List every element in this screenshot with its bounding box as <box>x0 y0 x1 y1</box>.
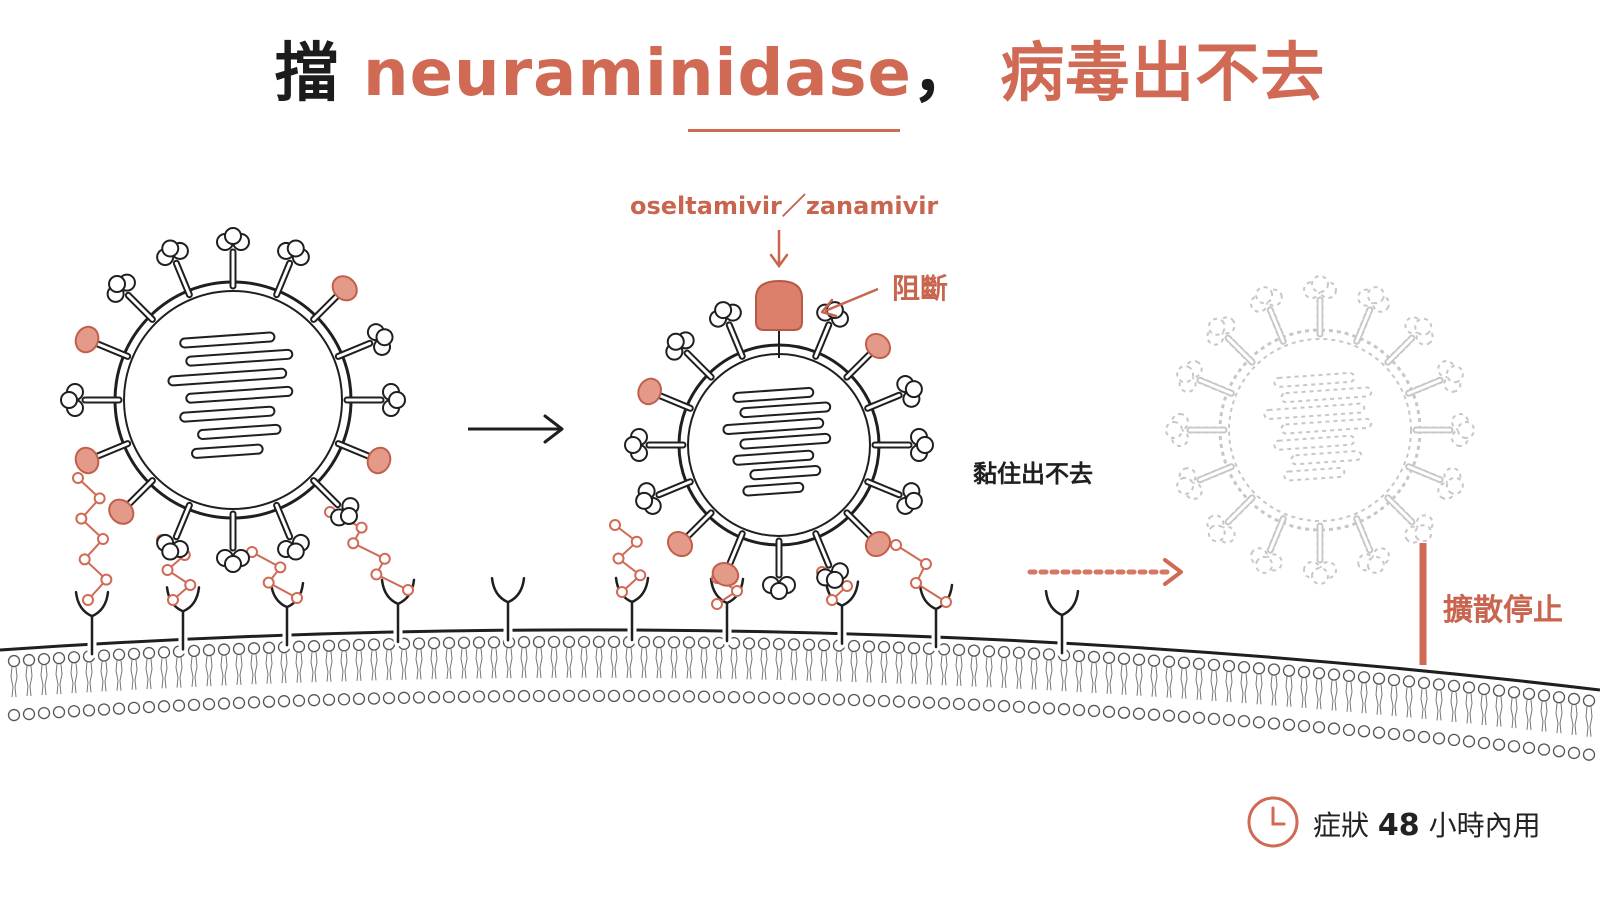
sialic-chain <box>72 472 113 606</box>
virus-faded <box>1165 275 1475 585</box>
hemagglutinin-spike <box>1384 316 1434 366</box>
neuraminidase-spike <box>711 530 746 587</box>
cell-membrane <box>0 628 1600 761</box>
title-result: 病毒出不去 <box>1000 37 1326 111</box>
hemagglutinin-spike <box>1384 494 1434 544</box>
clock-icon-spacer <box>1247 798 1299 850</box>
time-note-prefix: 症狀 <box>1313 809 1370 842</box>
receptor <box>71 587 113 659</box>
block-pointer-arrow-icon <box>820 287 879 318</box>
hemagglutinin-spike <box>334 323 394 360</box>
hemagglutinin-spike <box>1176 463 1235 500</box>
cell-receptors <box>71 573 1083 659</box>
hemagglutinin-spike <box>1165 413 1228 447</box>
time-note-text: 症狀 48 小時內用 <box>1313 804 1541 844</box>
membrane-outer-line <box>0 628 1600 692</box>
neuraminidase-spike <box>843 332 892 381</box>
hemagglutinin-spike <box>812 530 849 589</box>
hemagglutinin-spike <box>1206 316 1256 366</box>
dosing-time-note: 症狀 48 小時內用 <box>1247 796 1541 852</box>
hemagglutinin-spike <box>216 510 250 573</box>
neuraminidase-spike <box>637 377 694 412</box>
sialic-chain <box>609 519 647 598</box>
time-note-suffix: 小時內用 <box>1428 809 1541 842</box>
hemagglutinin-spike <box>1303 522 1337 585</box>
neuraminidase-spike <box>74 325 132 360</box>
hemagglutinin-spike <box>635 478 694 515</box>
hemagglutinin-spike <box>106 273 156 323</box>
drug-molecule <box>755 279 803 358</box>
neuraminidase-spike <box>108 477 156 525</box>
hemagglutinin-spike <box>60 383 123 417</box>
hemagglutinin-spike <box>216 227 250 290</box>
hemagglutinin-spike <box>1353 286 1390 345</box>
title-separator: ， <box>911 37 977 111</box>
hemagglutinin-spike <box>1405 463 1464 500</box>
title-prefix: 擋 <box>274 37 340 111</box>
time-note-hours: 48 <box>1377 808 1420 843</box>
progress-arrow-icon <box>468 414 564 444</box>
spread-stop-label: 擴散停止 <box>1443 593 1563 628</box>
hemagglutinin-spike <box>871 428 934 462</box>
hemagglutinin-spike <box>864 375 923 412</box>
hemagglutinin-spike <box>1250 286 1287 345</box>
hemagglutinin-spike <box>156 501 193 561</box>
virus-attached <box>60 227 406 573</box>
title-enzyme: neuraminidase <box>363 37 912 111</box>
drug-down-arrow-icon <box>769 230 789 269</box>
hemagglutinin-spike <box>864 478 923 515</box>
hemagglutinin-spike <box>310 477 360 527</box>
drug-label: oseltamivir／zanamivir <box>630 192 939 220</box>
hemagglutinin-spike <box>665 331 715 381</box>
sialic-chain <box>324 506 414 596</box>
lipid-bilayer <box>7 635 1596 761</box>
stuck-label: 黏住出不去 <box>973 460 1093 488</box>
hemagglutinin-spike <box>1206 494 1256 544</box>
sialic-chain <box>890 539 952 608</box>
neuraminidase-spike <box>843 509 892 558</box>
hemagglutinin-spike <box>1353 515 1390 574</box>
clock-icon <box>1247 796 1299 848</box>
hemagglutinin-spike <box>624 428 687 462</box>
hemagglutinin-spike <box>273 501 310 561</box>
hemagglutinin-spike <box>762 537 796 600</box>
receptor <box>1041 586 1083 658</box>
hemagglutinin-spike <box>1250 515 1287 574</box>
hemagglutinin-spike <box>1303 275 1337 338</box>
sialic-chain <box>246 546 303 604</box>
title-underline <box>688 129 900 132</box>
hemagglutinin-spike <box>156 239 193 299</box>
hemagglutinin-spike <box>1176 360 1235 397</box>
neuraminidase-spike <box>74 440 132 475</box>
neuraminidase-spike <box>310 275 358 323</box>
hemagglutinin-spike <box>709 301 746 360</box>
spread-dotted-arrow-icon <box>1027 558 1183 586</box>
hemagglutinin-spike <box>1405 360 1464 397</box>
page-title: 擋 neuraminidase， 病毒出不去 <box>0 32 1600 116</box>
neuraminidase-spike <box>334 440 392 475</box>
receptor <box>706 574 748 646</box>
hemagglutinin-spike <box>343 383 406 417</box>
hemagglutinin-spike <box>812 301 849 360</box>
hemagglutinin-spike <box>1412 413 1475 447</box>
hemagglutinin-spike <box>273 239 310 299</box>
neuraminidase-spike <box>666 509 715 558</box>
receptor <box>487 573 529 645</box>
block-label: 阻斷 <box>892 272 949 305</box>
